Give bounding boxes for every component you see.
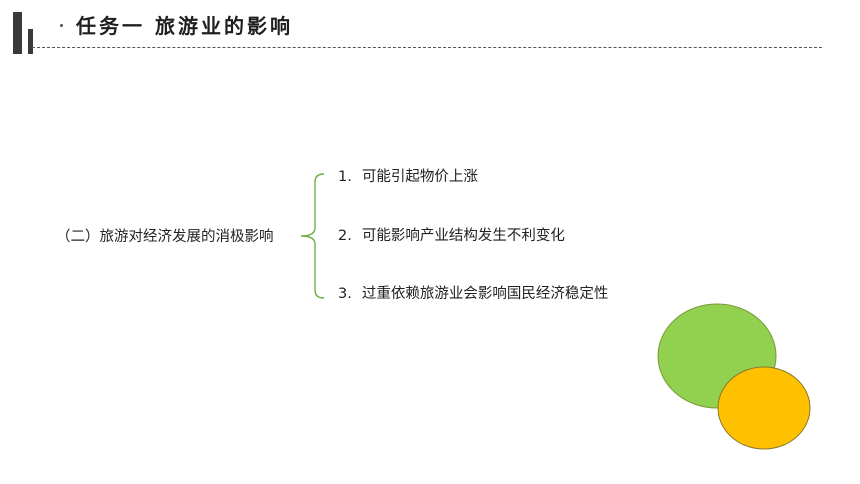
header-bar-small (28, 29, 33, 54)
list-item-text: 可能引起物价上涨 (361, 169, 478, 185)
list-item: 2. 可能影响产业结构发生不利变化 (338, 225, 565, 247)
header-bar-large (13, 12, 22, 54)
curly-brace (300, 173, 325, 299)
list-item-number: 2. (338, 228, 352, 244)
orange-circle (717, 366, 811, 450)
header-dot (60, 24, 63, 27)
page-title: 任务一 旅游业的影响 (76, 14, 293, 38)
list-item: 1. 可能引起物价上涨 (338, 166, 478, 188)
list-item-text: 过重依赖旅游业会影响国民经济稳定性 (361, 286, 609, 302)
topic-label: （二）旅游对经济发展的消极影响 (56, 229, 274, 245)
decorative-circles (657, 303, 811, 450)
list-item: 3. 过重依赖旅游业会影响国民经济稳定性 (338, 283, 608, 305)
header-divider (32, 47, 822, 48)
list-item-number: 1. (338, 169, 352, 185)
list-item-text: 可能影响产业结构发生不利变化 (361, 228, 565, 244)
list-item-number: 3. (338, 286, 352, 302)
